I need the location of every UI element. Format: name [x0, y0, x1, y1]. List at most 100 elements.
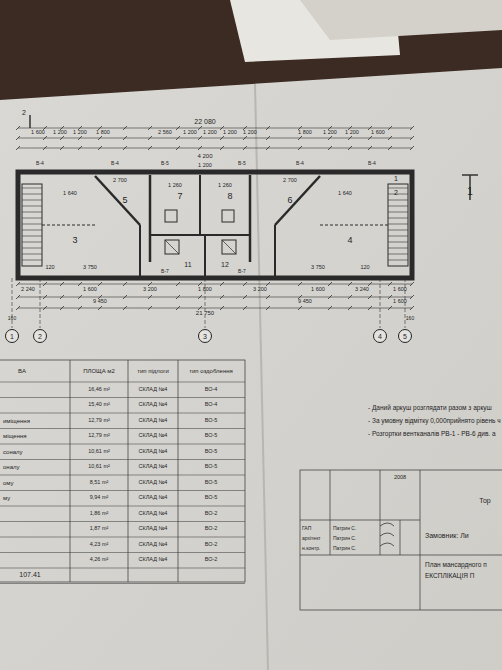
plan-label: 1 600 — [83, 287, 97, 293]
plan-label: 4 200 — [197, 153, 212, 159]
axis-bubble: 4 — [373, 329, 387, 343]
plan-label: СКЛАД №4 — [139, 542, 168, 548]
plan-label: ому — [3, 480, 14, 486]
plan-label: 1 640 — [63, 191, 77, 197]
axis-number: 3 — [203, 333, 207, 340]
paper-sheet — [0, 68, 502, 670]
plan-label: 9,94 m² — [90, 496, 109, 502]
axis-number: 5 — [403, 333, 407, 340]
plan-label: ВО-5 — [205, 465, 218, 471]
axis-lines — [12, 278, 405, 328]
plan-label: 8 — [227, 192, 232, 201]
plan-label: СКЛАД №4 — [139, 387, 168, 393]
plan-label: Патрин С. — [333, 546, 356, 551]
plan-label: СКЛАД №4 — [139, 511, 168, 517]
plan-label: 1 200 — [53, 130, 67, 136]
plan-label: 10,61 m² — [88, 465, 110, 471]
plan-label: 1 200 — [73, 130, 87, 136]
plan-label: СКЛАД №4 — [139, 465, 168, 471]
plan-label: 8,51 m² — [90, 480, 109, 486]
plan-label: 22 080 — [194, 118, 215, 125]
plan-label: 10,61 m² — [88, 449, 110, 455]
plan-label: архітект — [302, 536, 321, 541]
dimension-ticks — [16, 136, 414, 140]
plan-label: ВО-5 — [205, 418, 218, 424]
plan-label: ВО-5 — [205, 434, 218, 440]
plan-label: 1 200 — [198, 163, 212, 169]
plan-label: 2 — [22, 109, 26, 116]
plan-label: 1 640 — [338, 191, 352, 197]
plan-label: 1 200 — [223, 130, 237, 136]
plan-label: 7 — [177, 192, 182, 201]
plan-label: 11 — [184, 261, 191, 268]
plan-label: - Розгортки вентканалів РВ-1 - РВ-6 див.… — [368, 431, 496, 438]
plan-label: Патрин С. — [333, 536, 356, 541]
plan-label: - За умовну відмітку 0,000прийнято рівен… — [368, 418, 501, 425]
plan-label: 1 260 — [168, 183, 182, 189]
plan-label: ГАП — [302, 526, 311, 531]
title-block — [300, 470, 502, 610]
plan-label: ВО-4 — [205, 387, 218, 393]
plan-label: СКЛАД №4 — [139, 480, 168, 486]
plan-label: ВО-2 — [205, 511, 218, 517]
plan-label: иміщення — [3, 418, 30, 424]
plan-label: 2 700 — [283, 178, 297, 184]
plan-label: 3 750 — [83, 265, 97, 271]
axis-bubble: 2 — [33, 329, 47, 343]
plan-label: СКЛАД №4 — [139, 403, 168, 409]
axis-bubble: 1 — [5, 329, 19, 343]
plan-label: 9 450 — [93, 299, 107, 305]
explication-table — [0, 360, 245, 582]
plan-label: 1 800 — [198, 287, 212, 293]
plan-label: ВА — [18, 368, 26, 374]
dimension-ticks — [16, 306, 414, 310]
plan-label: 1,87 m² — [90, 527, 109, 533]
plan-label: ВО-2 — [205, 527, 218, 533]
plan-label: СКЛАД №4 — [139, 418, 168, 424]
dimension-lines — [18, 115, 478, 308]
axis-number: 2 — [38, 333, 42, 340]
plan-label: Замовник: Ли — [425, 532, 469, 539]
plan-label: 2 — [394, 189, 398, 196]
plan-label: ВО-5 — [205, 480, 218, 486]
plan-label: 1 600 — [393, 287, 407, 293]
plan-label: тип підлоги — [137, 368, 169, 374]
table-rows — [0, 382, 245, 584]
plan-label: 107.41 — [19, 571, 40, 578]
plan-label: 1 800 — [96, 130, 110, 136]
plan-label: 1 260 — [218, 183, 232, 189]
plan-label: 120 — [45, 265, 54, 271]
plan-label: 15,40 m² — [88, 403, 110, 409]
plan-label: 12,79 m² — [88, 418, 110, 424]
plan-label: - Даний аркуш розглядати разом з аркуш — [368, 405, 492, 412]
dimension-ticks — [16, 146, 414, 150]
plan-label: В-4 — [111, 161, 119, 166]
plan-label: 2008 — [394, 475, 406, 481]
plan-label: 1 — [394, 175, 398, 182]
plan-label: ПЛОЩА м2 — [83, 368, 115, 374]
plan-label: 12,79 m² — [88, 434, 110, 440]
plan-label: 3 240 — [355, 287, 369, 293]
plan-label: 3 — [72, 236, 77, 245]
plan-label: 1 200 — [323, 130, 337, 136]
plan-label: 1 200 — [243, 130, 257, 136]
plan-label: оналу — [3, 464, 20, 470]
plan-label: 1 600 — [311, 287, 325, 293]
loose-papers — [300, 0, 502, 40]
plan-label: соналу — [3, 449, 23, 455]
plan-label: 120 — [360, 265, 369, 271]
plan-label: 160 — [8, 316, 16, 321]
plan-label: 4,26 m² — [90, 558, 109, 564]
plan-label: СКЛАД №4 — [139, 527, 168, 533]
plan-label: СКЛАД №4 — [139, 434, 168, 440]
plan-label: СКЛАД №4 — [139, 449, 168, 455]
plan-label: тип оздоблення — [189, 368, 233, 374]
plan-label: СКЛАД №4 — [139, 558, 168, 564]
plan-label: 1 200 — [183, 130, 197, 136]
plan-label: В-7 — [238, 269, 246, 274]
plan-label: Тор — [479, 497, 491, 504]
axis-number: 1 — [10, 333, 14, 340]
plan-label: План мансардного п — [425, 562, 487, 569]
